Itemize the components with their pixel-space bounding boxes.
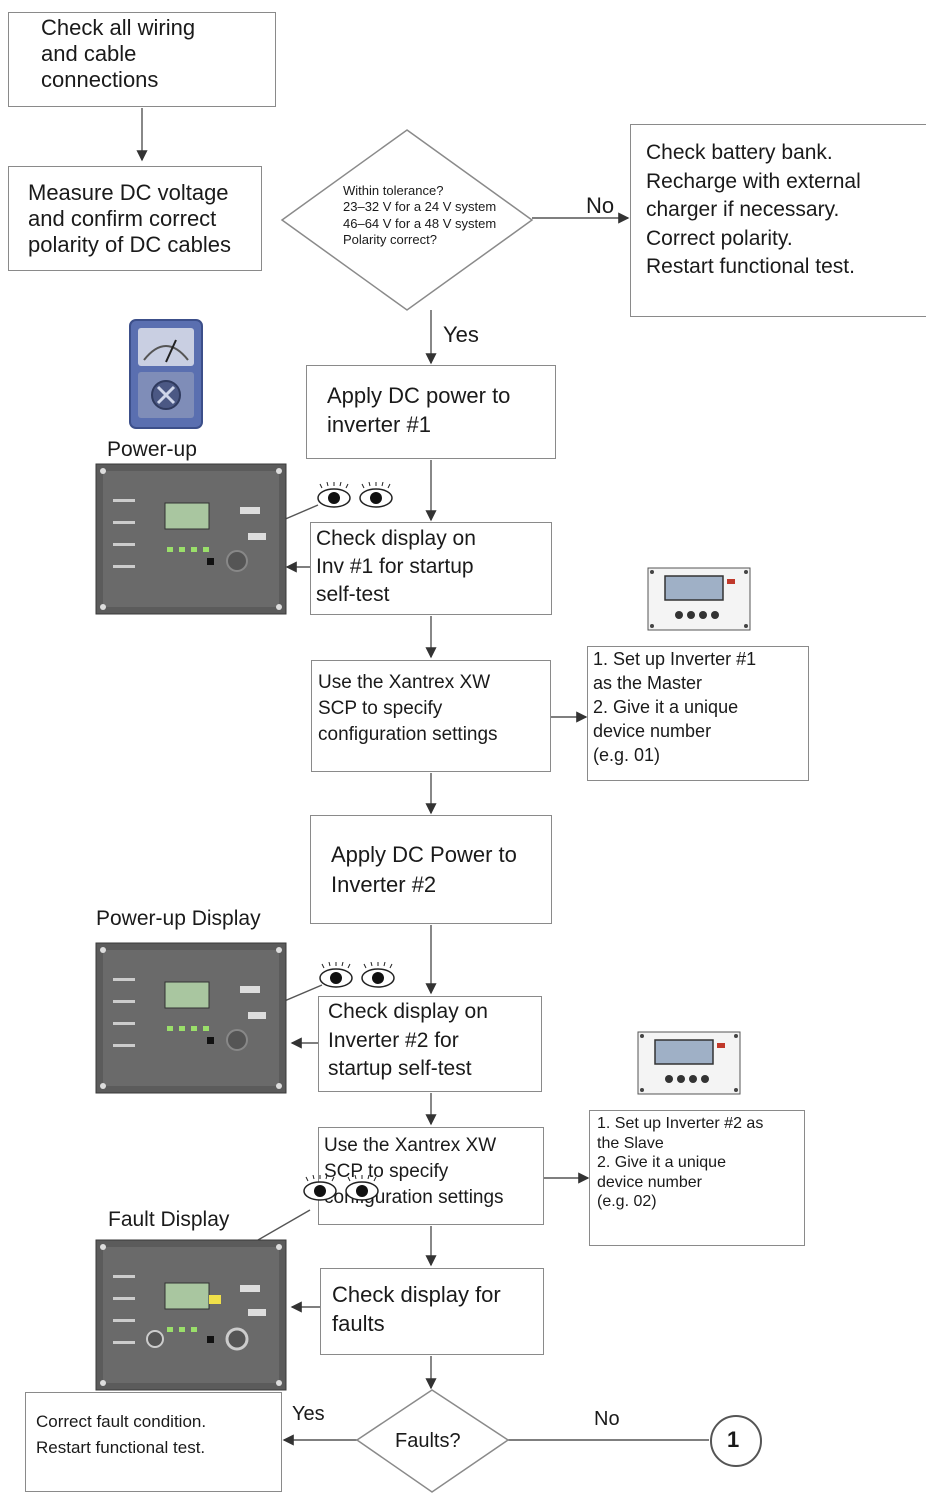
no-label-2: No [594, 1408, 620, 1430]
check-display-2-box: Check display on Inverter #2 for startup… [318, 996, 542, 1092]
battery-action-text: Check battery bank. Recharge with extern… [646, 141, 861, 279]
scp-config-1-box: Use the Xantrex XW SCP to specify config… [311, 660, 551, 772]
inverter-panel-icon [95, 942, 287, 1094]
fault-display-label: Fault Display [108, 1208, 230, 1231]
scp-panel-icon [637, 1031, 741, 1095]
check-wiring-box: Check all wiring and cable connections [8, 12, 276, 107]
apply-dc-2-text: Apply DC Power to Inverter #2 [331, 842, 517, 897]
eyes-icon [303, 1175, 379, 1201]
inverter-panel-icon [95, 463, 287, 615]
tolerance-diamond [280, 129, 534, 311]
check-faults-box: Check display for faults [320, 1268, 544, 1355]
slave-setup-text: 1. Set up Inverter #2 as the Slave 2. Gi… [597, 1115, 764, 1211]
scp-config-1-text: Use the Xantrex XW SCP to specify config… [318, 672, 498, 746]
check-wiring-text: Check all wiring and cable connections [41, 15, 196, 92]
connector-circle [710, 1415, 762, 1467]
master-setup-text: 1. Set up Inverter #1 as the Master 2. G… [593, 649, 757, 765]
faults-diamond [355, 1389, 510, 1493]
multimeter-icon [129, 319, 203, 429]
measure-dc-box: Measure DC voltage and confirm correct p… [8, 166, 262, 271]
master-setup-box: 1. Set up Inverter #1 as the Master 2. G… [587, 646, 809, 781]
check-display-1-text: Check display on Inv #1 for startup self… [316, 527, 476, 606]
scp-panel-icon [647, 567, 751, 631]
correct-fault-box: Correct fault condition. Restart functio… [25, 1392, 282, 1492]
scp-config-2-box: Use the Xantrex XW SCP to specify config… [318, 1127, 544, 1225]
faults-question: Faults? [395, 1430, 461, 1452]
inverter-panel-icon [95, 1239, 287, 1391]
no-label-1: No [586, 193, 615, 218]
yes-label-2: Yes [292, 1403, 325, 1425]
eyes-icon [317, 482, 393, 508]
connector-number: 1 [727, 1427, 740, 1452]
power-up-label: Power-up [107, 438, 197, 461]
check-faults-text: Check display for faults [332, 1282, 501, 1337]
apply-dc-1-text: Apply DC power to inverter #1 [327, 383, 511, 437]
apply-dc-2-box: Apply DC Power to Inverter #2 [310, 815, 552, 924]
check-display-1-box: Check display on Inv #1 for startup self… [310, 522, 552, 615]
power-up-display-label: Power-up Display [96, 907, 261, 930]
check-display-2-text: Check display on Inverter #2 for startup… [328, 1000, 488, 1081]
apply-dc-1-box: Apply DC power to inverter #1 [306, 365, 556, 459]
measure-dc-text: Measure DC voltage and confirm correct p… [28, 180, 231, 257]
tolerance-question: Within tolerance? 23–32 V for a 24 V sys… [343, 183, 497, 247]
scp-config-2-text: Use the Xantrex XW SCP to specify config… [324, 1135, 504, 1209]
correct-fault-text: Correct fault condition. Restart functio… [36, 1412, 207, 1458]
eyes-icon [319, 962, 395, 988]
yes-label-1: Yes [443, 322, 479, 347]
slave-setup-box: 1. Set up Inverter #2 as the Slave 2. Gi… [589, 1110, 805, 1246]
battery-action-box: Check battery bank. Recharge with extern… [630, 124, 926, 317]
